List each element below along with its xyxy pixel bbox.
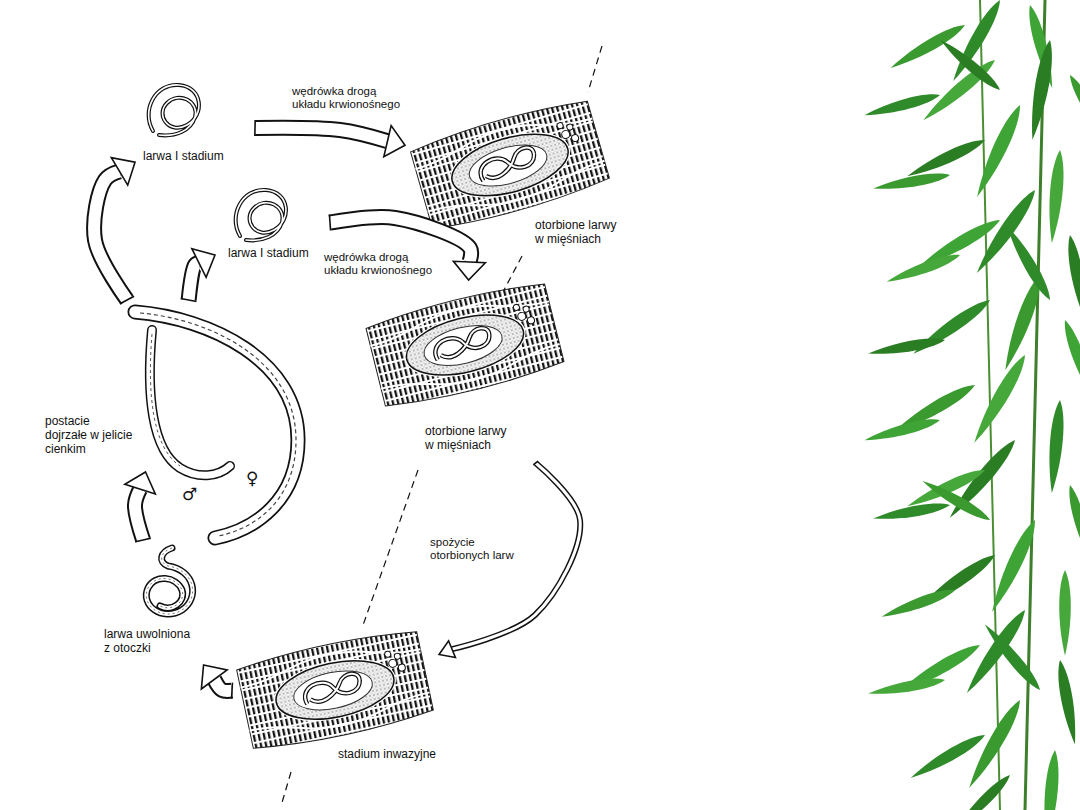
host-divider	[504, 256, 522, 290]
arrow-tail	[120, 296, 134, 304]
bamboo-leaf	[1065, 72, 1080, 145]
bamboo-leaf	[1064, 234, 1080, 321]
bamboo-leaf	[872, 500, 951, 524]
larva-drawing	[149, 85, 199, 135]
host-divider	[362, 470, 418, 628]
stage-caption: larwa I stadium	[228, 247, 309, 261]
arrow-outline	[135, 489, 143, 540]
adult-worms-drawing	[135, 312, 298, 538]
bamboo-leaf	[1060, 318, 1080, 403]
bamboo-leaf	[888, 20, 968, 73]
stage-node: larwa I stadium	[215, 185, 330, 268]
arrow-body	[255, 128, 387, 141]
bamboo-leaf	[1054, 659, 1080, 746]
stage-node: stadium inwazyjne	[232, 628, 439, 766]
bamboo-leaf	[951, 771, 1014, 810]
bamboo-leaf	[980, 621, 1044, 694]
bamboo-leaf	[1041, 749, 1062, 810]
bamboo-decoration	[863, 0, 1080, 810]
bamboo-leaf	[863, 90, 941, 120]
larva-drawing	[236, 190, 286, 240]
freed-larva-drawing	[146, 548, 192, 614]
bamboo-leaf	[880, 585, 957, 622]
bamboo-leaf	[908, 730, 988, 783]
edge-label: wędrówka drogą układu krwionośnego	[322, 250, 444, 278]
host-divider	[281, 772, 291, 806]
bamboo-leaf	[867, 675, 946, 699]
sex-symbol: ♀	[246, 470, 258, 487]
bamboo-leaf	[919, 55, 999, 125]
bamboo-leaf	[1059, 570, 1071, 656]
arrow-body	[214, 679, 232, 690]
stage-caption: postacie dojrzałe w jelicie cienkim	[45, 415, 135, 456]
bamboo-leaf	[872, 170, 951, 194]
stage-node: otorbione larwy w mięśniach	[405, 95, 635, 250]
arrow-outline	[255, 128, 387, 141]
stage-node: postacie dojrzałe w jelicie cienkim	[42, 300, 304, 472]
arrow-head	[201, 665, 227, 689]
bamboo-leaf	[867, 335, 946, 359]
bamboo-leaf	[1046, 399, 1067, 493]
bamboo-leaf	[1002, 223, 1055, 303]
arrow-tail	[231, 683, 234, 699]
life-cycle-arrow	[125, 472, 155, 542]
stage-caption: stadium inwazyjne	[338, 748, 436, 762]
arrow-body	[189, 263, 199, 300]
bamboo-leaf	[1046, 149, 1067, 243]
arrow-outline	[94, 171, 127, 300]
arrow-head	[453, 261, 485, 280]
stage-caption: larwa I stadium	[143, 150, 224, 164]
stage-caption: larwa uwolniona z otoczki	[104, 628, 192, 656]
arrow-head	[192, 249, 215, 278]
muscle-cyst-drawing	[365, 278, 566, 412]
bamboo-leaf	[937, 36, 1004, 94]
arrow-body	[94, 171, 127, 300]
stage-node: larwa I stadium	[135, 78, 255, 175]
bamboo-leaf	[863, 415, 941, 445]
bamboo-leaf	[910, 295, 994, 359]
stage-node: otorbione larwy w mięśniach	[362, 280, 567, 463]
life-cycle-arrow	[94, 158, 135, 304]
bamboo-leaf	[986, 517, 1041, 615]
arrow-head	[439, 641, 455, 658]
bamboo-leaf	[1065, 484, 1080, 562]
arrow-head	[384, 126, 405, 157]
bamboo-leaf	[885, 250, 962, 287]
stage-caption: otorbione larwy w mięśniach	[425, 425, 517, 453]
arrow-outline	[214, 679, 232, 690]
edge-label: wędrówka drogą układu krwionośnego	[290, 84, 412, 112]
arrow-tail	[181, 299, 197, 302]
edge-label: spożycie otorbionych larw	[428, 535, 528, 563]
stage-node: larwa uwolniona z otoczki	[100, 540, 215, 665]
life-cycle-arrow	[201, 665, 232, 699]
muscle-cyst-drawing	[409, 95, 611, 234]
sex-symbol: ♂	[182, 486, 197, 503]
arrow-body	[135, 489, 143, 540]
bamboo-leaf	[968, 352, 1031, 447]
arrow-tail	[254, 120, 256, 136]
arrow-head	[111, 158, 135, 186]
muscle-cyst-drawing	[235, 626, 434, 754]
host-divider	[588, 46, 602, 92]
stage-caption: otorbione larwy w mięśniach	[535, 219, 627, 247]
life-cycle-arrow	[255, 120, 405, 157]
arrow-tail	[329, 215, 330, 231]
life-cycle-arrow	[181, 249, 215, 302]
arrow-tail	[135, 538, 151, 542]
bamboo-leaf	[1026, 39, 1057, 141]
bamboo-leaf	[920, 476, 993, 524]
arrow-tail	[533, 461, 538, 465]
bamboo-leaf	[971, 102, 1026, 200]
arrow-head	[125, 472, 155, 494]
arrow-outline	[189, 263, 199, 300]
